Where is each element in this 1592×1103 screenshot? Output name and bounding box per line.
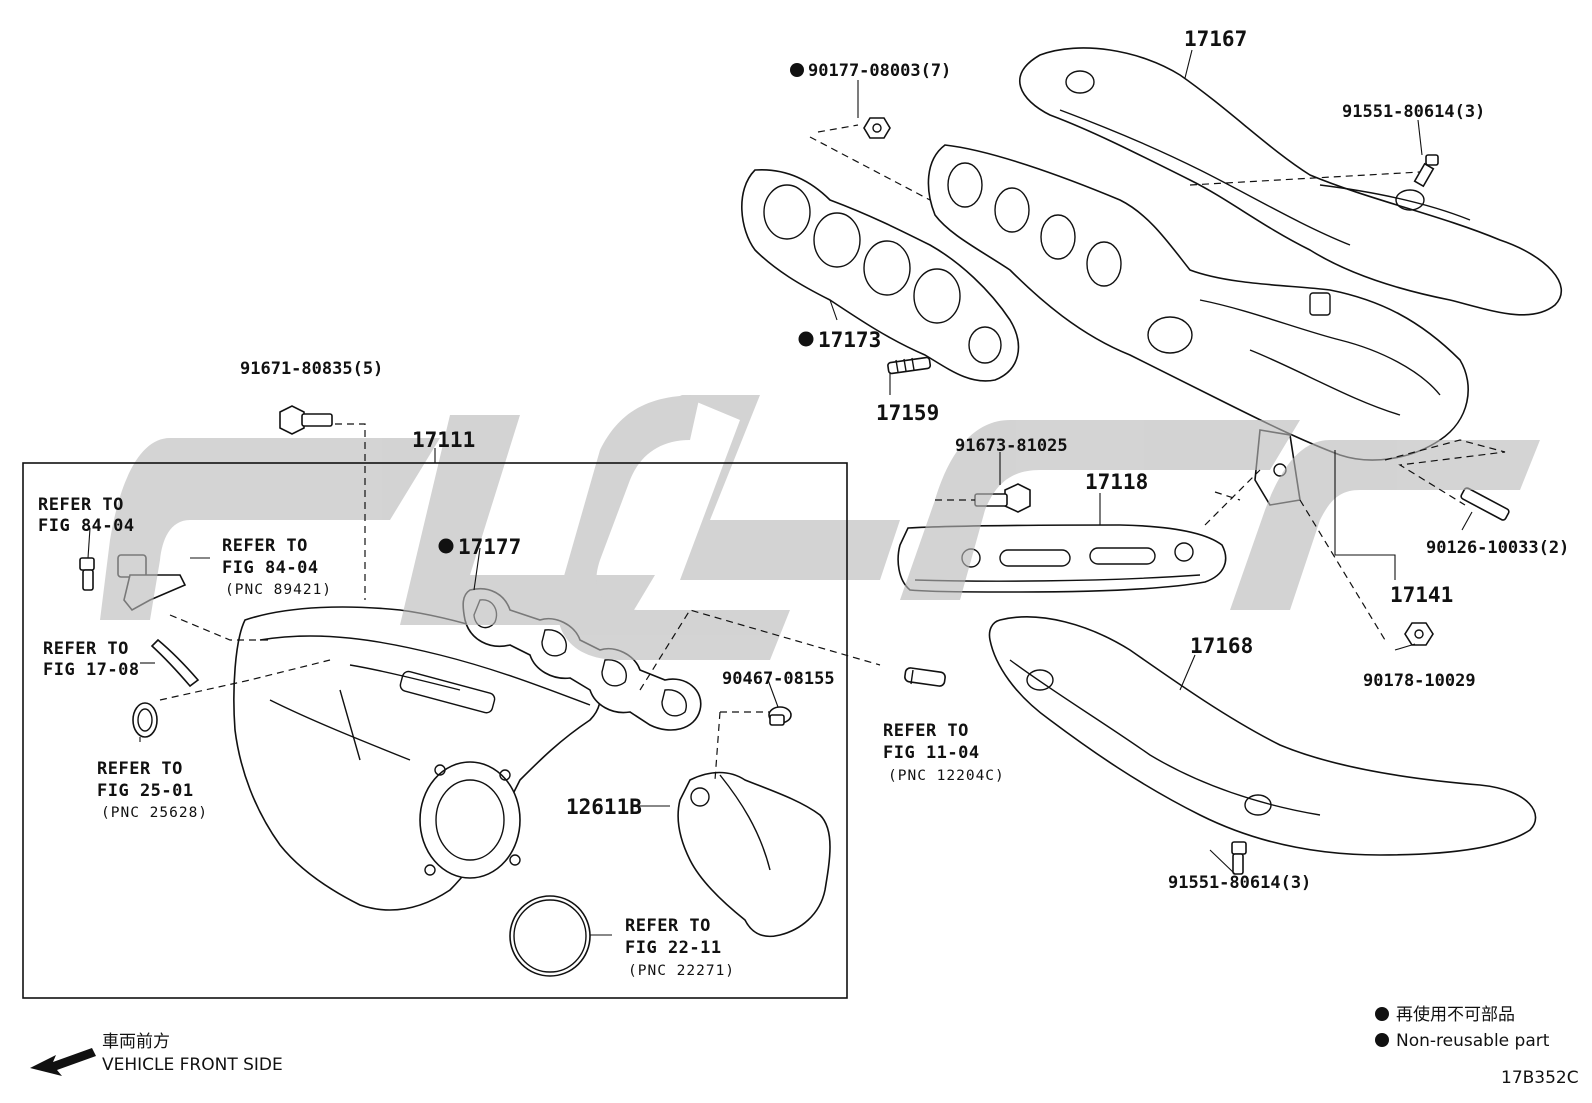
refer-line1: REFER TO (43, 639, 129, 659)
bolt-91671 (279, 405, 333, 435)
non-reusable-dot (1375, 1033, 1389, 1047)
non-reusable-dot (1375, 1007, 1389, 1021)
part-label-90467-08155[interactable]: 90467-08155 (722, 669, 835, 689)
part-label-17173[interactable]: 17173 (818, 328, 881, 352)
leader-lines (87, 49, 1473, 936)
refer-line1: REFER TO (222, 536, 308, 556)
clip-90467 (768, 706, 792, 726)
non-reusable-dot (790, 63, 804, 77)
part-label-90126-10033[interactable]: 90126-10033(2) (1426, 538, 1569, 558)
part-label-91551-80614-bottom[interactable]: 91551-80614(3) (1168, 873, 1311, 893)
refer-line2: FIG 22-11 (625, 938, 722, 958)
exhaust-heat-insulator-lower (988, 616, 1537, 856)
refer-line2: FIG 84-04 (38, 516, 135, 536)
part-label-17168[interactable]: 17168 (1190, 634, 1253, 658)
nut-90178 (1404, 622, 1434, 646)
part-label-17141[interactable]: 17141 (1390, 583, 1453, 607)
refer-fig-84-04-a[interactable]: REFER TO FIG 84-04 (38, 495, 135, 536)
refer-line2: FIG 25-01 (97, 781, 194, 801)
nut-90177 (863, 117, 891, 139)
legend-en: Non-reusable part (1396, 1031, 1550, 1051)
direction-en: VEHICLE FRONT SIDE (102, 1055, 283, 1075)
refer-pnc: (PNC 22271) (628, 963, 735, 979)
bolt-91551-bottom (1231, 841, 1247, 875)
refer-pnc: (PNC 12204C) (888, 768, 1005, 784)
refer-fig-25-01[interactable]: REFER TO FIG 25-01 (PNC 25628) (97, 759, 208, 821)
refer-line1: REFER TO (883, 721, 969, 741)
refer-line1: REFER TO (97, 759, 183, 779)
exhaust-manifold-gasket (741, 169, 1020, 382)
refer-line2: FIG 84-04 (222, 558, 319, 578)
part-label-12611B[interactable]: 12611B (566, 795, 642, 819)
diagram-code: 17B352C (1501, 1068, 1579, 1088)
refer-fig-84-04-b[interactable]: REFER TO FIG 84-04 (PNC 89421) (222, 536, 332, 598)
manifold-stay-17118 (897, 524, 1227, 593)
legend: 再使用不可部品 Non-reusable part (1396, 1004, 1550, 1051)
dashed-assembly-lines (159, 124, 1506, 781)
vehicle-front-direction: 車両前方 VEHICLE FRONT SIDE (30, 1032, 283, 1076)
refer-fig-11-04[interactable]: REFER TO FIG 11-04 (PNC 12204C) (883, 721, 1005, 784)
part-label-90177-08003[interactable]: 90177-08003(7) (808, 61, 951, 81)
stud-refer-11-04 (904, 667, 946, 687)
intake-heat-insulator-12611B (677, 771, 831, 938)
exhaust-heat-insulator-upper (1019, 47, 1562, 316)
part-label-17118[interactable]: 17118 (1085, 470, 1148, 494)
refer-pnc: (PNC 89421) (225, 582, 332, 598)
part-label-91673-81025[interactable]: 91673-81025 (955, 436, 1068, 456)
part-label-17159[interactable]: 17159 (876, 401, 939, 425)
refer-line1: REFER TO (625, 916, 711, 936)
part-label-91551-80614-top[interactable]: 91551-80614(3) (1342, 102, 1485, 122)
hose-refer-17-08 (150, 638, 200, 688)
refer-line2: FIG 17-08 (43, 660, 140, 680)
stud-90126 (1460, 487, 1510, 521)
refer-fig-22-11[interactable]: REFER TO FIG 22-11 (PNC 22271) (625, 916, 735, 979)
o-ring-refer-25-01 (132, 702, 158, 738)
direction-jp: 車両前方 (102, 1032, 170, 1052)
part-label-17111[interactable]: 17111 (412, 428, 475, 452)
bolt-91551-top (1413, 154, 1439, 188)
refer-line2: FIG 11-04 (883, 743, 980, 763)
stud-17159 (887, 356, 932, 375)
non-reusable-dot (798, 331, 814, 347)
part-label-90178-10029[interactable]: 90178-10029 (1363, 671, 1476, 691)
refer-line1: REFER TO (38, 495, 124, 515)
refer-fig-17-08[interactable]: REFER TO FIG 17-08 (43, 639, 140, 680)
refer-pnc: (PNC 25628) (101, 805, 208, 821)
legend-jp: 再使用不可部品 (1396, 1004, 1515, 1025)
part-label-17167[interactable]: 17167 (1184, 27, 1247, 51)
arrow-left-icon (30, 1048, 96, 1076)
part-label-17177[interactable]: 17177 (458, 535, 521, 559)
non-reusable-dot (438, 538, 454, 554)
intake-manifold (233, 606, 602, 911)
gasket-ring-refer-22-11 (509, 895, 591, 977)
part-label-91671-80835[interactable]: 91671-80835(5) (240, 359, 383, 379)
